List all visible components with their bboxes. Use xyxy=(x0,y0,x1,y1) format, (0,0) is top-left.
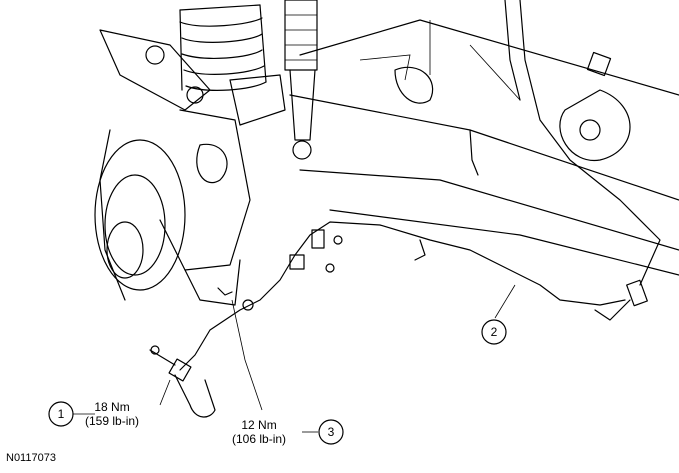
torque-spec-3: 12 Nm (106 lb-in) xyxy=(232,418,286,446)
frame-rail xyxy=(289,0,679,276)
callout-2: 2 xyxy=(481,319,507,345)
figure-id: N0117073 xyxy=(6,452,56,464)
abs-sensor-harness xyxy=(149,99,661,418)
wheel-hub xyxy=(94,109,251,306)
shock-absorber xyxy=(284,0,318,160)
torque-spec-1-nm: 18 Nm xyxy=(94,400,130,414)
callout-2-number: 2 xyxy=(491,325,498,339)
callout-1-number: 1 xyxy=(58,407,65,421)
torque-spec-3-nm: 12 Nm xyxy=(241,418,277,432)
callout-3-number: 3 xyxy=(328,425,335,439)
callout-3: 3 xyxy=(318,419,344,445)
torque-spec-1: 18 Nm (159 lb-in) xyxy=(85,400,139,428)
coil-spring xyxy=(179,4,267,91)
callout-1: 1 xyxy=(48,401,74,427)
callout-leaders xyxy=(73,284,516,433)
upper-control-arm xyxy=(99,29,286,126)
torque-spec-3-lbin: (106 lb-in) xyxy=(232,432,287,446)
torque-spec-1-lbin: (159 lb-in) xyxy=(85,414,140,428)
